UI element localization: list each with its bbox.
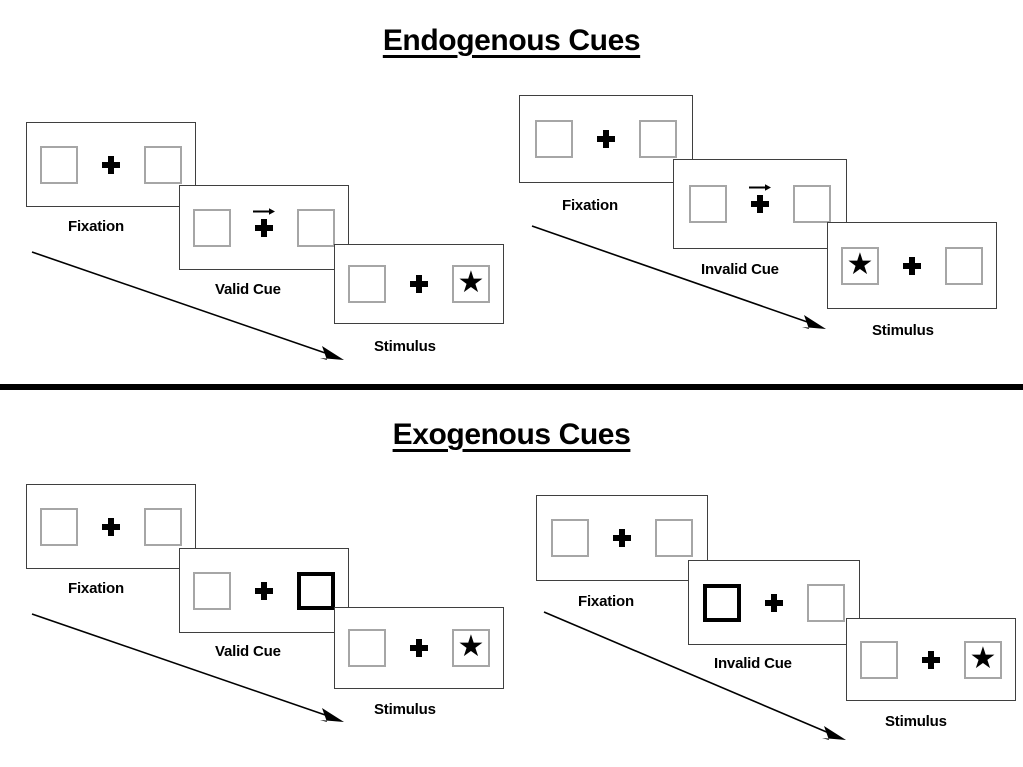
frame-inner — [180, 186, 348, 269]
fixation-cross-icon — [102, 155, 120, 174]
frame-inner: ★ — [828, 223, 996, 308]
placeholder-box-left[interactable] — [535, 120, 573, 158]
placeholder-box-right[interactable] — [945, 246, 983, 285]
fixation-cross-icon — [255, 581, 273, 600]
frame-inner: ★ — [335, 608, 503, 688]
stage-label-exo-valid-stimulus: Stimulus — [374, 701, 436, 718]
fixation-cross-wrap — [98, 145, 124, 185]
frame-inner: ★ — [335, 245, 503, 323]
fixation-cross-icon — [922, 650, 940, 669]
right-arrow-icon — [749, 184, 771, 191]
fixation-cross-wrap — [406, 628, 432, 668]
cue-box-right-highlighted[interactable] — [297, 571, 335, 610]
trial-frame-endo-valid-stimulus[interactable]: ★ — [334, 244, 504, 324]
stage-label-exo-valid-fixation: Fixation — [68, 580, 124, 597]
fixation-cross-icon — [903, 256, 921, 275]
target-box-right[interactable]: ★ — [452, 265, 490, 303]
fixation-cross-icon — [255, 218, 273, 237]
trial-frame-exo-invalid-cue[interactable] — [688, 560, 860, 645]
stage-label-endo-valid-fixation: Fixation — [68, 218, 124, 235]
fixation-cross-wrap — [918, 640, 944, 680]
frame-inner — [27, 485, 195, 568]
stage-label-endo-valid-cue: Valid Cue — [215, 281, 281, 298]
stage-label-endo-valid-stimulus: Stimulus — [374, 338, 436, 355]
trial-frame-endo-invalid-fixation[interactable] — [519, 95, 693, 183]
fixation-cross-wrap — [251, 571, 277, 611]
star-icon: ★ — [457, 630, 485, 663]
placeholder-box-left[interactable] — [348, 265, 386, 303]
fixation-cross-icon — [102, 517, 120, 536]
fixation-cross-icon — [751, 195, 769, 213]
target-box-right[interactable]: ★ — [452, 629, 490, 667]
fixation-cross-wrap — [593, 119, 619, 159]
trial-frame-endo-invalid-cue[interactable] — [673, 159, 847, 249]
fixation-cross-icon — [613, 529, 631, 547]
cue-box-left-highlighted[interactable] — [703, 583, 741, 622]
stage-label-endo-invalid-fixation: Fixation — [562, 197, 618, 214]
placeholder-box-left[interactable] — [40, 507, 78, 546]
placeholder-box-right[interactable] — [807, 583, 845, 622]
stage-label-endo-invalid-cue: Invalid Cue — [701, 261, 779, 278]
section-divider — [0, 384, 1023, 390]
target-box-right[interactable]: ★ — [964, 640, 1002, 679]
fixation-cross-wrap — [251, 207, 277, 248]
frame-inner — [27, 123, 195, 206]
stage-label-exo-valid-cue: Valid Cue — [215, 643, 281, 660]
fixation-cross-icon — [765, 593, 783, 612]
placeholder-box-right[interactable] — [639, 120, 677, 158]
fixation-cross-wrap — [761, 583, 787, 623]
trial-frame-endo-invalid-stimulus[interactable]: ★ — [827, 222, 997, 309]
frame-inner — [674, 160, 846, 248]
trial-frame-endo-valid-cue[interactable] — [179, 185, 349, 270]
trial-frame-exo-invalid-fixation[interactable] — [536, 495, 708, 581]
fixation-cross-wrap — [747, 184, 773, 224]
trial-frame-endo-valid-fixation[interactable] — [26, 122, 196, 207]
placeholder-box-left[interactable] — [860, 640, 898, 679]
placeholder-box-left[interactable] — [40, 145, 78, 184]
star-icon: ★ — [846, 247, 874, 281]
placeholder-box-left[interactable] — [551, 519, 589, 557]
frame-inner — [537, 496, 707, 580]
frame-inner — [520, 96, 692, 182]
right-arrow-icon — [253, 207, 275, 215]
frame-inner — [689, 561, 859, 644]
frame-inner — [180, 549, 348, 632]
placeholder-box-right[interactable] — [144, 145, 182, 184]
stage-label-exo-invalid-cue: Invalid Cue — [714, 655, 792, 672]
placeholder-box-right[interactable] — [297, 208, 335, 247]
placeholder-box-right[interactable] — [655, 519, 693, 557]
trial-frame-exo-valid-fixation[interactable] — [26, 484, 196, 569]
fixation-cross-wrap — [98, 507, 124, 547]
placeholder-box-left[interactable] — [193, 208, 231, 247]
placeholder-box-right[interactable] — [144, 507, 182, 546]
frame-inner: ★ — [847, 619, 1015, 700]
stage-label-exo-invalid-stimulus: Stimulus — [885, 713, 947, 730]
fixation-cross-wrap — [406, 264, 432, 304]
star-icon: ★ — [457, 266, 485, 299]
section-title-endogenous: Endogenous Cues — [382, 24, 641, 57]
trial-frame-exo-valid-cue[interactable] — [179, 548, 349, 633]
fixation-cross-wrap — [609, 518, 635, 558]
section-endogenous: Endogenous Cues Fixation Valid Cue — [26, 24, 997, 360]
placeholder-box-left[interactable] — [193, 571, 231, 610]
fixation-cross-wrap — [899, 246, 925, 286]
fixation-cross-icon — [410, 639, 428, 657]
stage-label-endo-invalid-stimulus: Stimulus — [872, 322, 934, 339]
stage-label-exo-invalid-fixation: Fixation — [578, 593, 634, 610]
placeholder-box-left[interactable] — [689, 185, 727, 223]
target-box-left[interactable]: ★ — [841, 246, 879, 285]
placeholder-box-right[interactable] — [793, 185, 831, 223]
fixation-cross-icon — [597, 130, 615, 148]
star-icon: ★ — [969, 641, 997, 675]
trial-frame-exo-valid-stimulus[interactable]: ★ — [334, 607, 504, 689]
trial-frame-exo-invalid-stimulus[interactable]: ★ — [846, 618, 1016, 701]
fixation-cross-icon — [410, 275, 428, 293]
section-title-exogenous: Exogenous Cues — [392, 418, 631, 451]
placeholder-box-left[interactable] — [348, 629, 386, 667]
